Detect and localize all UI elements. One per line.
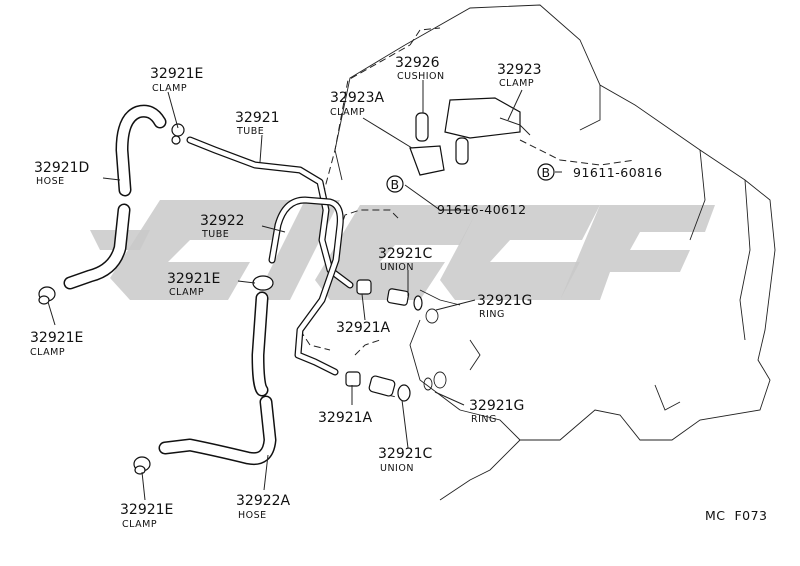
part-number-32921G: 32921G: [469, 398, 524, 414]
part-number-32921E: 32921E: [167, 271, 220, 287]
part-name-tube: TUBE: [201, 229, 229, 240]
callout-32921D: 32921D HOSE: [34, 160, 89, 187]
callout-32921E-mid: 32921E CLAMP: [167, 271, 220, 298]
bolt-symbol-icon: [386, 175, 404, 193]
part-number-32921E: 32921E: [30, 330, 83, 346]
part-name-union: UNION: [380, 463, 414, 474]
part-name-ring: RING: [471, 414, 497, 425]
callout-32921E-bottom: 32921E CLAMP: [120, 502, 173, 530]
callout-32923A: 32923A CLAMP: [330, 90, 385, 118]
callout-32921A-top: 32921A: [336, 320, 391, 336]
callout-32921G-bottom: 32921G RING: [469, 398, 524, 425]
part-number-32921A: 32921A: [336, 320, 391, 336]
bolt-symbol: B: [390, 177, 399, 192]
hose-32921D: [63, 104, 167, 290]
tube-32922: [268, 196, 344, 376]
bolt-symbol-icon: [537, 163, 555, 181]
callout-32922: 32922 TUBE: [200, 213, 245, 240]
part-number-32921G: 32921G: [477, 293, 532, 309]
part-name-clamp: CLAMP: [330, 107, 365, 118]
part-number-32921C: 32921C: [378, 446, 433, 462]
part-name-ring: RING: [479, 309, 505, 320]
part-name-union: UNION: [380, 262, 414, 273]
part-number-32926: 32926: [395, 55, 440, 71]
callout-32921E-left: 32921E CLAMP: [30, 330, 83, 358]
part-name-clamp: CLAMP: [499, 78, 534, 89]
diagram-code: MC F073: [705, 508, 768, 523]
part-number-32923A: 32923A: [330, 90, 385, 106]
part-name-tube: TUBE: [236, 126, 264, 137]
fittings: [38, 123, 423, 475]
part-name-clamp: CLAMP: [30, 347, 65, 358]
callout-32922A: 32922A HOSE: [236, 493, 291, 521]
part-name-clamp: CLAMP: [169, 287, 204, 298]
part-number-32921C: 32921C: [378, 246, 433, 262]
leader-lines: [47, 80, 562, 501]
bracket-parts: [409, 97, 531, 176]
part-number-32921: 32921: [235, 110, 280, 126]
part-name-hose: HOSE: [36, 176, 65, 187]
callout-32921C-top: 32921C UNION: [378, 246, 433, 273]
part-number-32921D: 32921D: [34, 160, 89, 176]
part-number-32922A: 32922A: [236, 493, 291, 509]
part-number-32922: 32922: [200, 213, 245, 229]
tube-32921: [186, 136, 354, 289]
part-name-clamp: CLAMP: [152, 83, 187, 94]
part-number-32921E: 32921E: [120, 502, 173, 518]
callout-32921: 32921 TUBE: [235, 110, 280, 137]
part-number-32921A: 32921A: [318, 410, 373, 426]
callout-32923: 32923 CLAMP: [497, 62, 542, 89]
part-number-32923: 32923: [497, 62, 542, 78]
callout-32921G-top: 32921G RING: [477, 293, 532, 320]
callout-32921E-top: 32921E CLAMP: [150, 66, 203, 94]
bolt-ref-91616: B 91616-40612: [386, 175, 527, 217]
watermark-logo: [90, 200, 715, 300]
bolt-ref-91611: B 91611-60816: [537, 163, 663, 181]
part-name-clamp: CLAMP: [122, 519, 157, 530]
bolt-symbol: B: [541, 165, 550, 180]
part-name-cushion: CUSHION: [397, 71, 445, 82]
bolt-part-number: 91611-60816: [573, 165, 663, 180]
part-name-hose: HOSE: [238, 510, 267, 521]
callout-32926: 32926 CUSHION: [395, 55, 445, 82]
transmission-body: [334, 4, 776, 501]
callout-32921A-bottom: 32921A: [318, 410, 373, 426]
bolt-part-number: 91616-40612: [437, 202, 527, 217]
hose-32922A: [158, 291, 277, 466]
part-number-32921E: 32921E: [150, 66, 203, 82]
callout-32921C-bottom: 32921C UNION: [378, 446, 433, 474]
